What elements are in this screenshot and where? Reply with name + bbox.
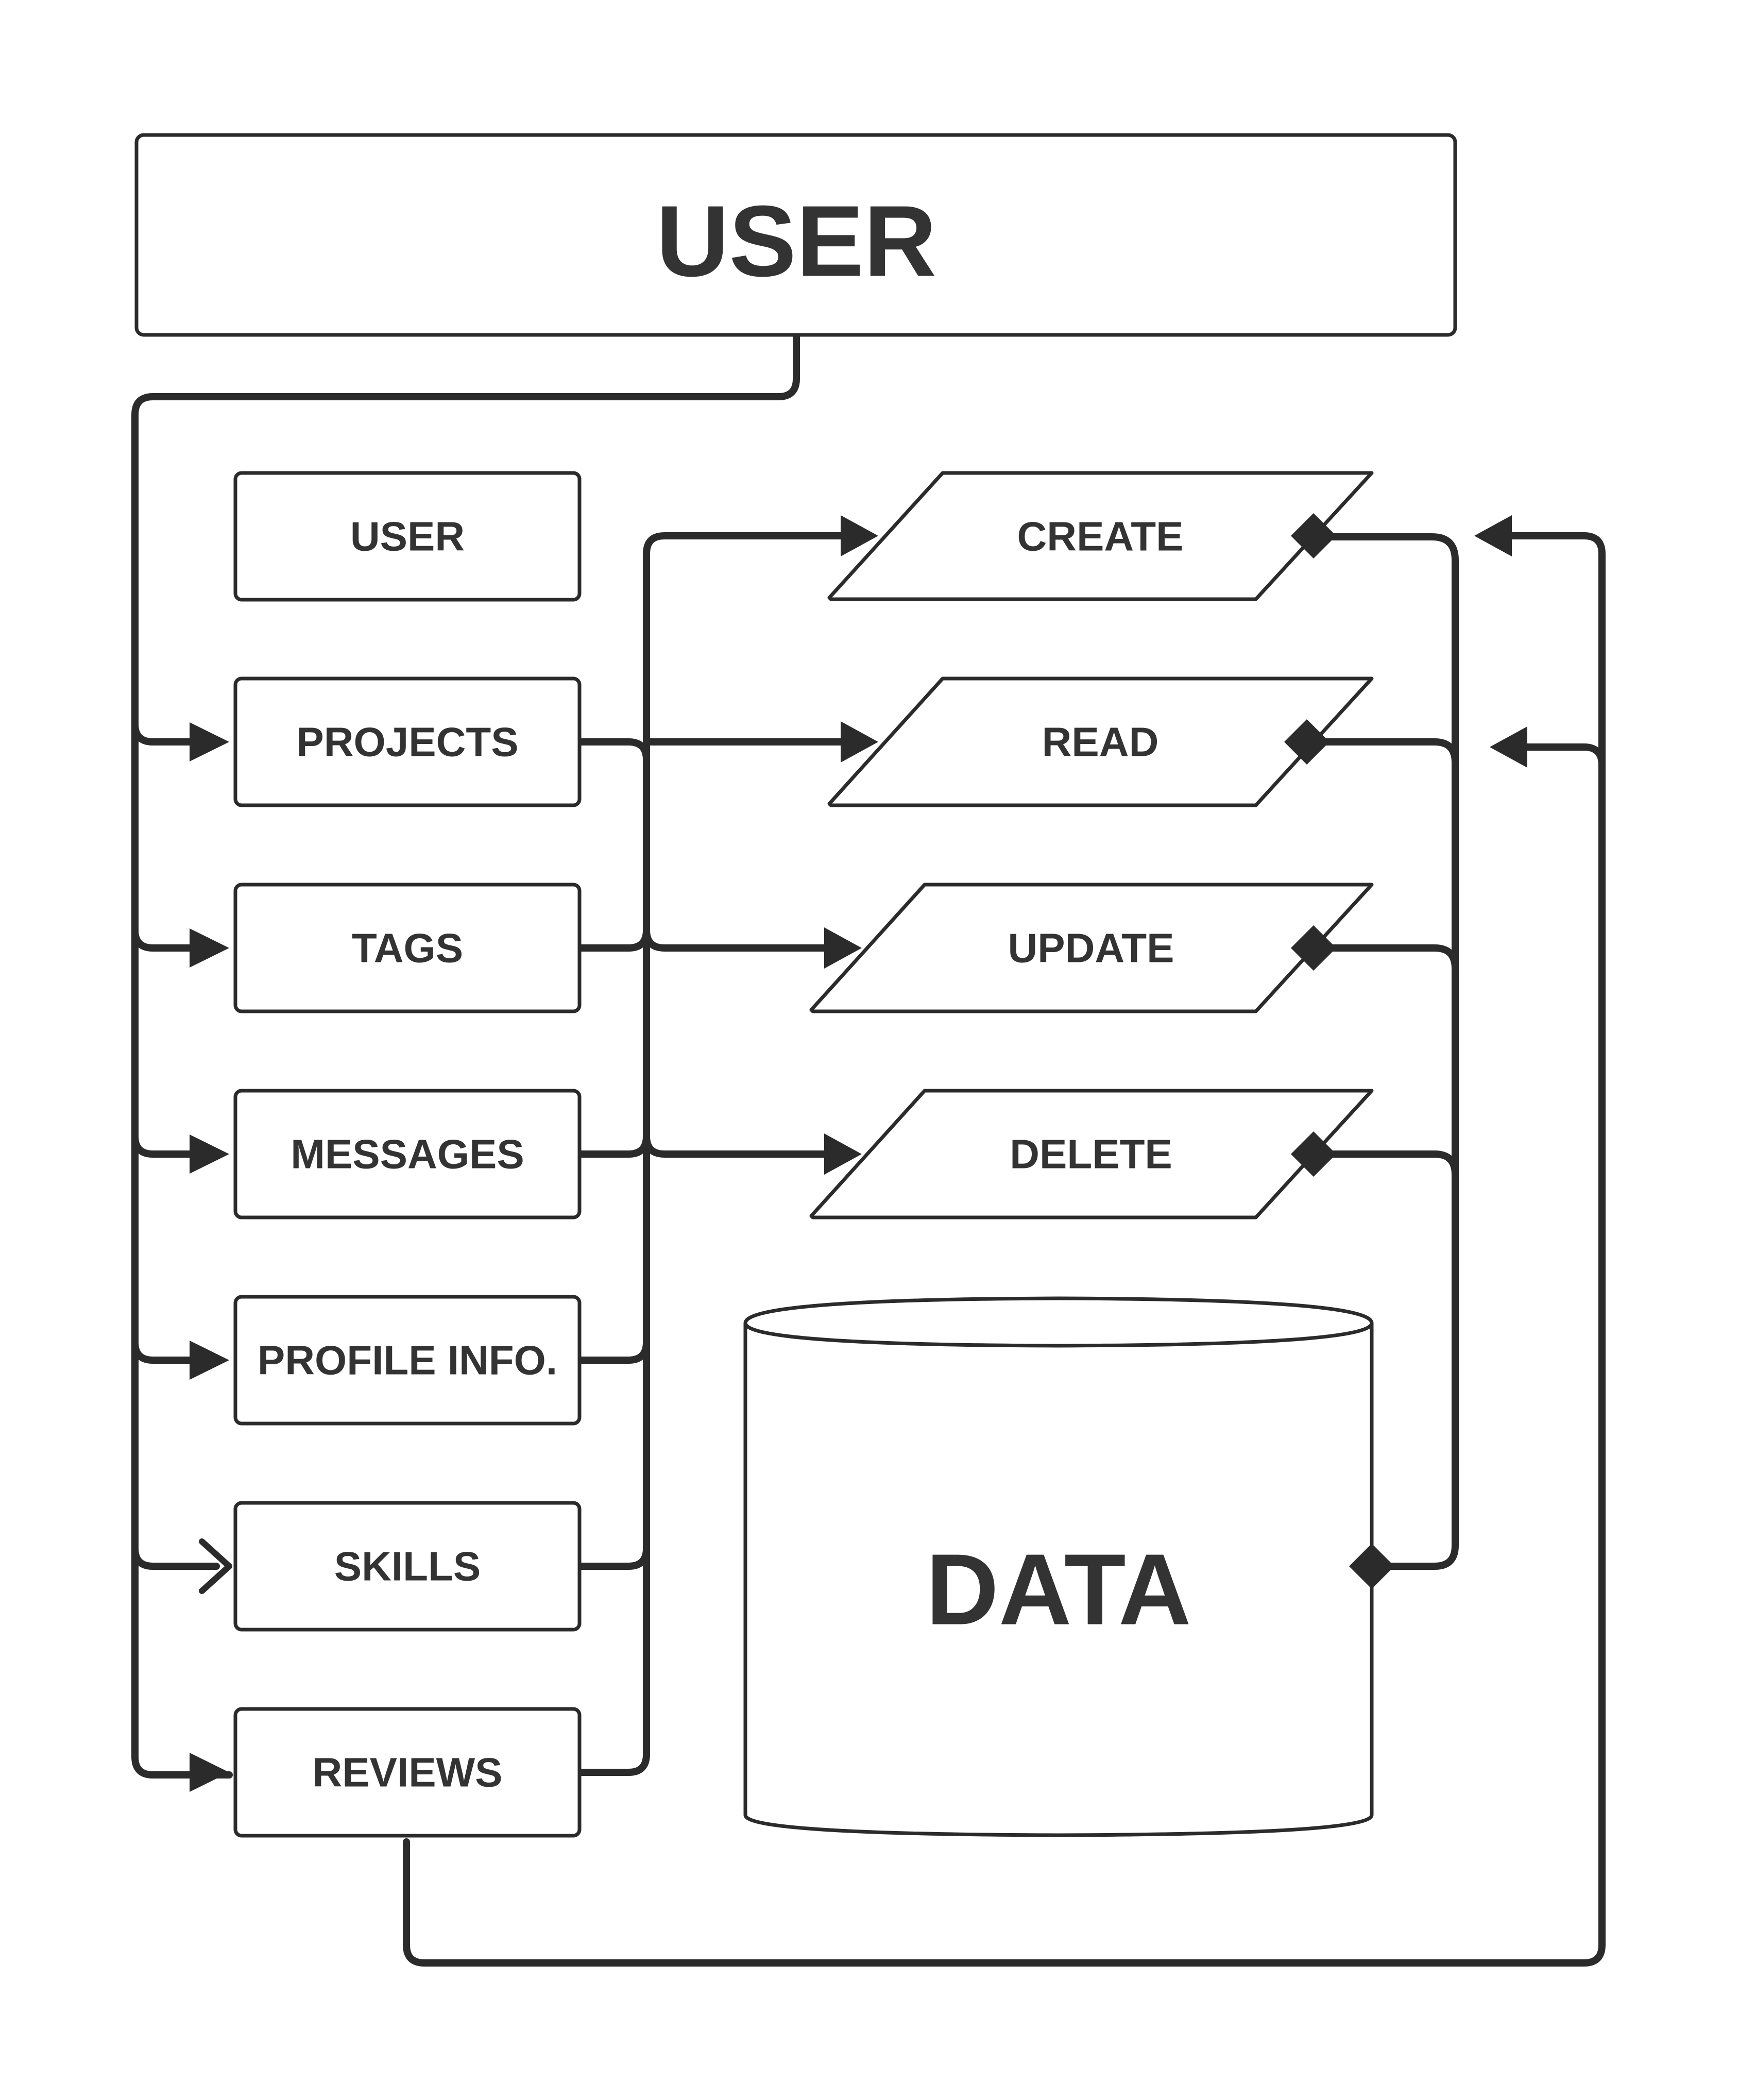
entity-label-tags: TAGS bbox=[352, 925, 463, 971]
entity-label-user: USER bbox=[350, 514, 465, 560]
arrow-right-icon bbox=[190, 1753, 229, 1792]
operation-delete: DELETE bbox=[809, 1089, 1374, 1220]
entity-label-projects: PROJECTS bbox=[296, 719, 518, 765]
middle-bus-line bbox=[643, 532, 848, 1758]
operation-label-delete: DELETE bbox=[1010, 1131, 1172, 1177]
arrow-right-icon bbox=[190, 1341, 229, 1380]
reviews-return-loop bbox=[403, 532, 1606, 1967]
entity-box-profile-info: PROFILE INFO. bbox=[233, 1295, 582, 1426]
read-to-right-bus-line bbox=[1303, 738, 1459, 766]
connector-heads bbox=[190, 513, 1527, 1792]
messages-out-line bbox=[576, 1132, 650, 1158]
arrow-left-icon bbox=[1474, 515, 1512, 556]
create-to-data-line bbox=[1312, 533, 1459, 1570]
open-arrow-right-icon bbox=[199, 1538, 232, 1594]
reviews-return-branch bbox=[1524, 743, 1606, 769]
entity-label-profile-info: PROFILE INFO. bbox=[258, 1337, 557, 1383]
header-title: USER bbox=[656, 185, 937, 298]
entity-box-projects: PROJECTS bbox=[233, 676, 582, 807]
profile-out-line bbox=[576, 1339, 650, 1364]
delete-to-right-bus-line bbox=[1310, 1150, 1459, 1178]
entity-box-skills: SKILLS bbox=[233, 1501, 582, 1632]
header-to-bus-line bbox=[131, 331, 800, 1779]
bus-to-delete-line bbox=[643, 1132, 833, 1158]
reviews-out-line bbox=[576, 1751, 650, 1776]
connectors bbox=[131, 331, 1606, 1967]
operation-create: CREATE bbox=[827, 471, 1374, 601]
operation-label-create: CREATE bbox=[1017, 514, 1184, 560]
diamond-connector-icon bbox=[1284, 719, 1329, 765]
operation-label-update: UPDATE bbox=[1008, 925, 1174, 971]
header-box: USER bbox=[134, 133, 1457, 337]
diamond-connector-icon bbox=[1291, 513, 1336, 558]
skills-out-line bbox=[576, 1545, 650, 1570]
arrow-right-icon bbox=[190, 722, 229, 761]
entity-box-tags: TAGS bbox=[233, 883, 582, 1013]
bus-branch-messages bbox=[131, 1132, 204, 1158]
update-to-right-bus-line bbox=[1310, 944, 1459, 972]
arrow-right-icon bbox=[824, 1133, 862, 1175]
bus-to-update-line bbox=[643, 926, 833, 952]
bus-branch-skills bbox=[131, 1545, 220, 1570]
operation-update: UPDATE bbox=[809, 883, 1374, 1013]
data-store-cylinder: DATA bbox=[743, 1296, 1374, 1837]
bus-branch-projects bbox=[131, 720, 204, 746]
entity-box-user: USER bbox=[233, 471, 582, 602]
diamond-connector-icon bbox=[1291, 925, 1336, 971]
bus-branch-tags bbox=[131, 926, 204, 952]
arrow-right-icon bbox=[190, 1134, 229, 1174]
data-store-label: DATA bbox=[926, 1533, 1191, 1646]
entity-label-messages: MESSAGES bbox=[291, 1131, 524, 1177]
projects-out-line bbox=[576, 738, 650, 764]
arrow-left-icon bbox=[1490, 726, 1527, 768]
arrow-right-icon bbox=[841, 721, 878, 763]
arrow-right-icon bbox=[841, 515, 878, 556]
entity-box-messages: MESSAGES bbox=[233, 1089, 582, 1220]
arrow-right-icon bbox=[190, 928, 229, 968]
bus-branch-profile bbox=[131, 1339, 204, 1364]
diamond-connector-icon bbox=[1291, 1131, 1336, 1177]
diamond-connector-icon bbox=[1349, 1544, 1394, 1589]
operation-label-read: READ bbox=[1042, 719, 1159, 765]
entity-box-reviews: REVIEWS bbox=[233, 1707, 582, 1838]
arrow-right-icon bbox=[824, 927, 862, 969]
entity-label-reviews: REVIEWS bbox=[313, 1750, 503, 1796]
tags-out-line bbox=[576, 926, 650, 952]
entity-label-skills: SKILLS bbox=[334, 1544, 481, 1589]
